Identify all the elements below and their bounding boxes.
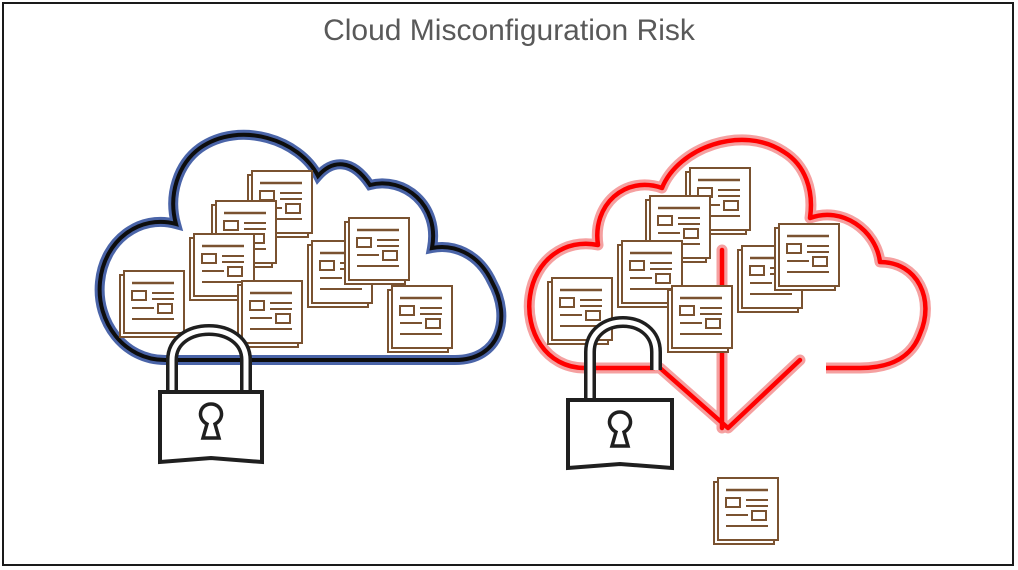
- document-icon: [236, 279, 304, 349]
- page-title: Cloud Misconfiguration Risk: [323, 14, 695, 47]
- misconfigured-cloud: [523, 134, 931, 434]
- document-icon: [386, 284, 454, 354]
- document-icon: [666, 284, 734, 354]
- unlocked-padlock-icon: [566, 316, 674, 471]
- misconfigured-cloud-outline-inner: [527, 137, 928, 371]
- secure-cloud-outline-inner: [97, 132, 504, 362]
- document-icon: [343, 216, 411, 286]
- document-icon: [773, 222, 841, 292]
- leaked-document-icon: [712, 476, 780, 546]
- document-icon: [118, 269, 186, 339]
- locked-padlock-icon: [158, 324, 264, 465]
- secure-cloud: [94, 129, 507, 365]
